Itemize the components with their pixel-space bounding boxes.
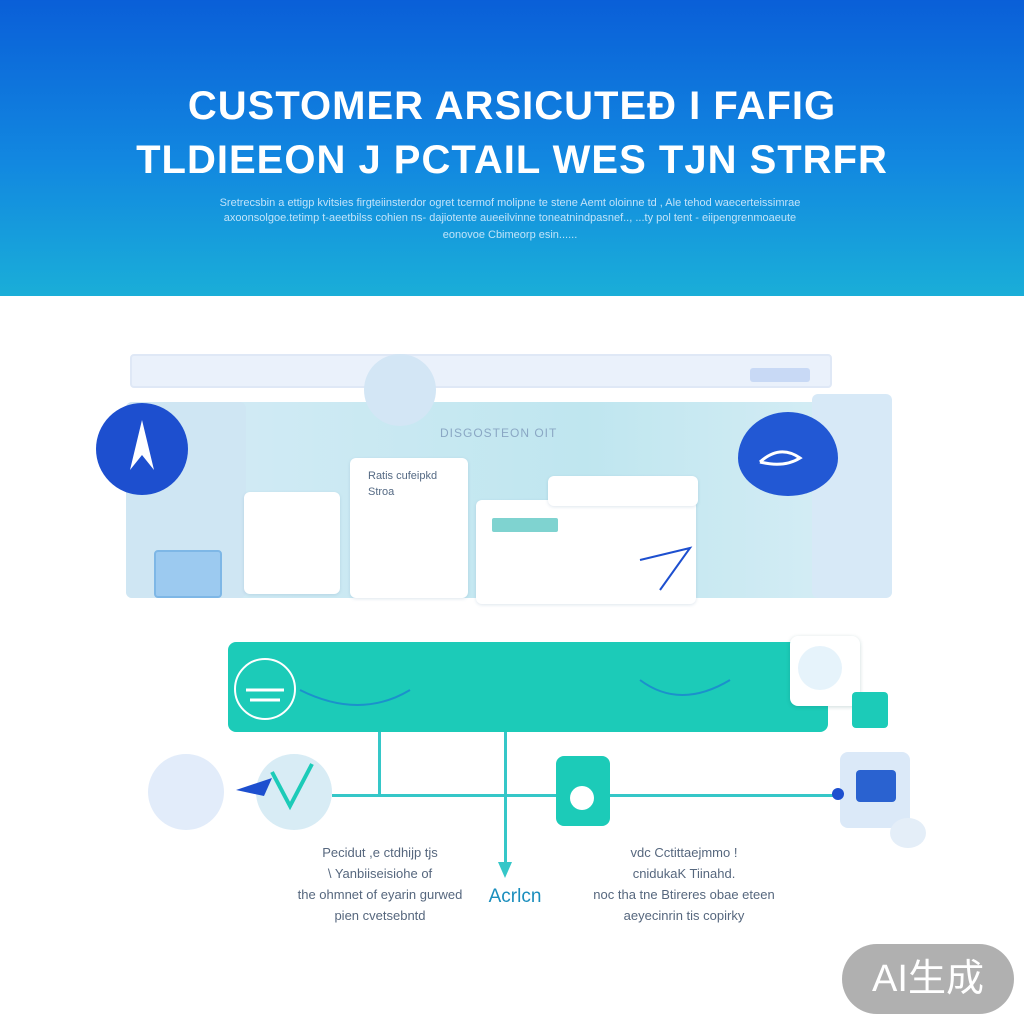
hand-icon — [148, 754, 224, 830]
subtitle-line-1: Sretrecsbin a ettigp kvitsies firgteiins… — [219, 197, 801, 209]
process-bar — [228, 642, 828, 732]
panel-card-1 — [244, 492, 340, 594]
device-icon — [364, 354, 436, 426]
check-shield-icon — [256, 754, 332, 830]
chat-small-icon — [890, 818, 926, 848]
header-banner: CUSTOMER ARSICUTEÐ I FAFIG TLDIEEON J PC… — [0, 0, 1024, 296]
car-icon — [234, 658, 296, 720]
chat-icon — [852, 692, 888, 728]
left-caption-line: \ Yanbiiseisiohe of — [327, 866, 433, 881]
right-caption-line: cnidukaK Tiinahd. — [632, 866, 736, 881]
headline-line-1: CUSTOMER ARSICUTEÐ I FAFIG — [187, 84, 837, 128]
card-text-line-1: Ratis cufeipkd — [368, 470, 438, 482]
right-caption-line: noc tha tne Btireres obae eteen — [593, 887, 775, 902]
headline-line-2: TLDIEEON J PCTAIL WES TJN STRFR — [136, 138, 888, 182]
subtitle-line-2: axoonsolgoe.tetimp t-aeetbilss cohien ns… — [223, 212, 797, 224]
ai-generated-watermark: AI生成 — [842, 944, 1014, 1014]
action-label: Acrlcn — [488, 886, 542, 907]
teal-strip — [492, 518, 558, 532]
panel-label: DISGOSTEON OIT — [440, 426, 558, 440]
panel-card-2 — [350, 458, 468, 598]
right-caption-line: aeyecinrin tis copirky — [623, 908, 745, 923]
right-caption: vdc Cctittaejmmo ! cnidukaK Tiinahd. noc… — [574, 842, 794, 926]
left-caption: Pecidut ,e ctdhijp tjs \ Yanbiiseisiohe … — [270, 842, 490, 926]
left-caption-line: pien cvetsebntd — [334, 908, 426, 923]
folder-icon — [154, 550, 222, 598]
panel-card-4 — [548, 476, 698, 506]
panel-card-3 — [476, 500, 696, 604]
browser-frame-bar — [130, 354, 832, 388]
subtitle-line-3: eonovoe Cbimeorp esin...... — [442, 229, 578, 241]
left-caption-line: Pecidut ,e ctdhijp tjs — [322, 845, 438, 860]
connector-center — [504, 732, 507, 870]
right-caption-line: vdc Cctittaejmmo ! — [630, 845, 738, 860]
card-text-line-2: Stroa — [368, 486, 395, 498]
connector-left — [378, 732, 381, 796]
left-caption-line: the ohmnet of eyarin gurwed — [297, 887, 463, 902]
frame-tab — [750, 368, 810, 382]
